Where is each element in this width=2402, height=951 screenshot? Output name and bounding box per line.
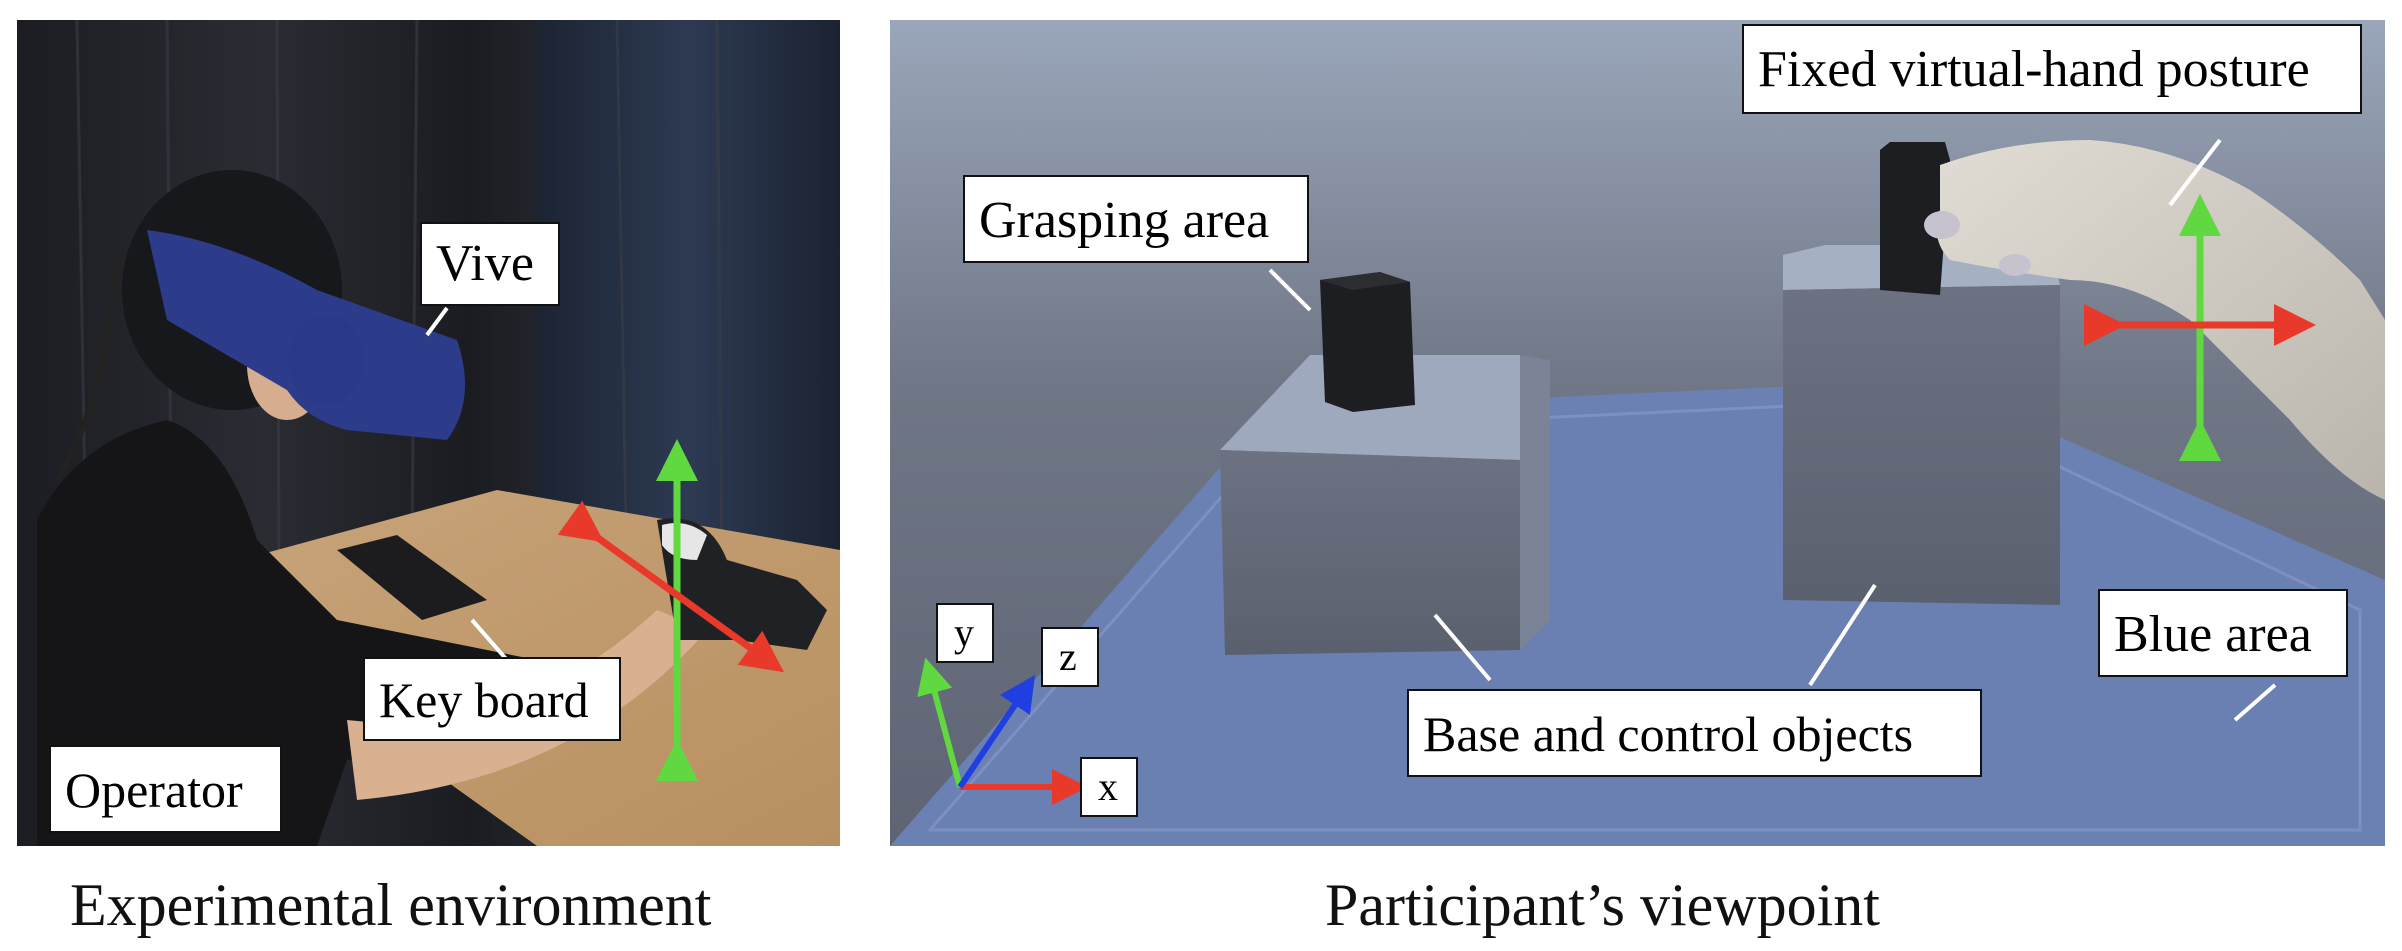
grasping-area-label: Grasping area <box>963 175 1309 263</box>
fixed-virtual-hand-label: Fixed virtual-hand posture <box>1742 24 2362 114</box>
vive-label: Vive <box>420 222 560 306</box>
render-annotations <box>917 138 2316 805</box>
experimental-environment-photo <box>17 20 840 846</box>
keyboard-label: Key board <box>363 657 621 741</box>
axis-x-label: x <box>1080 757 1138 817</box>
blue-area-label: Blue area <box>2098 589 2348 677</box>
axis-y-label: y <box>936 603 994 663</box>
right-grasp-object <box>1880 142 1950 295</box>
operator-label: Operator <box>49 745 282 833</box>
horizontal-motion-arrow <box>557 500 785 673</box>
virtual-hand <box>1936 140 2385 500</box>
motion-arrows-left <box>425 306 785 781</box>
base-control-objects-label: Base and control objects <box>1407 689 1982 777</box>
axis-z-label: z <box>1041 627 1099 687</box>
axis-z-arrow <box>957 675 1036 789</box>
axis-y-arrow <box>917 657 963 788</box>
left-base-cube-front <box>1220 450 1520 655</box>
right-base-cube-front <box>1783 285 2060 605</box>
left-grasp-object <box>1320 272 1415 412</box>
left-caption: Experimental environment <box>70 872 712 938</box>
right-caption: Participant’s viewpoint <box>1325 872 1880 938</box>
